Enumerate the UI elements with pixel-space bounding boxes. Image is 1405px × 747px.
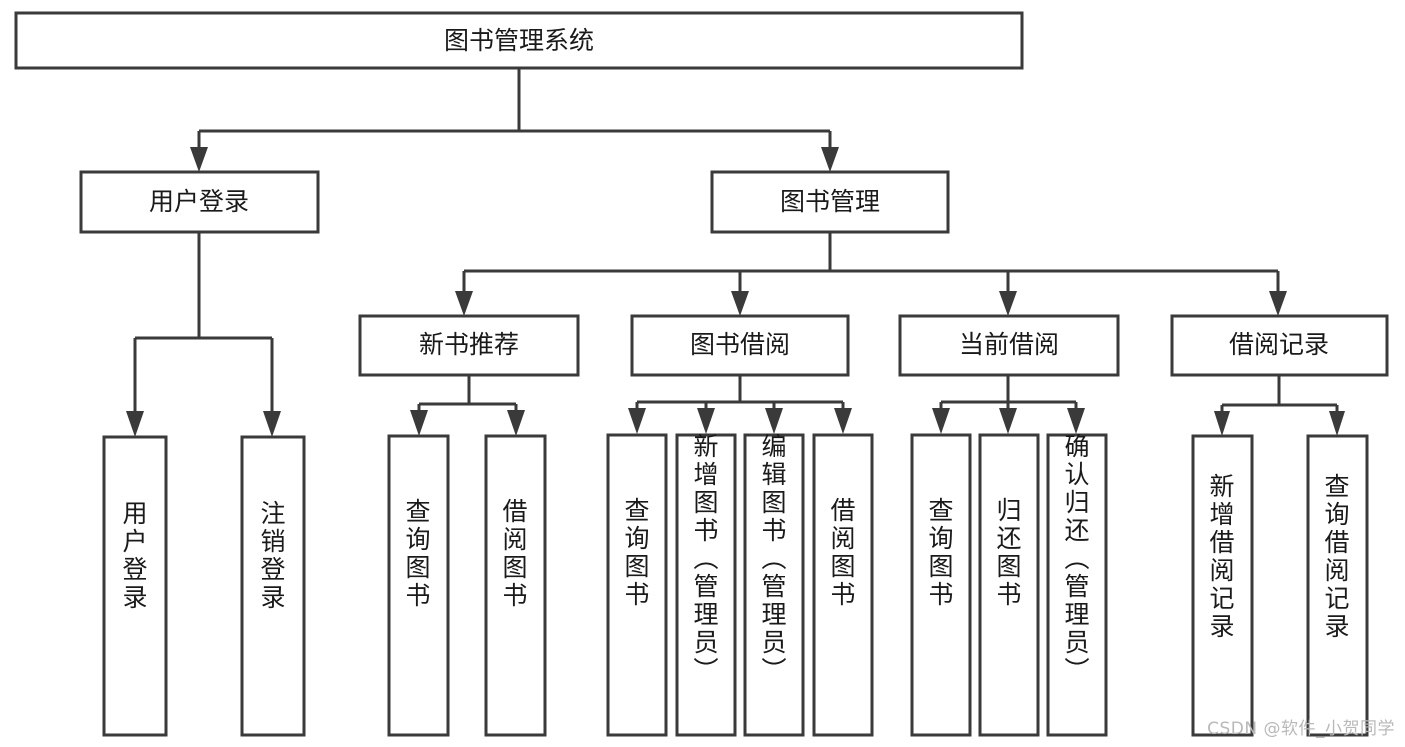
arrow-head-leaf-query-book-1 (410, 410, 428, 436)
node-leaf-query-book-1-label: 查询图书 (405, 497, 430, 610)
node-leaf-add-record-label: 新增借阅记录 (1209, 472, 1234, 641)
node-leaf-add-book[interactable]: 新增图书︵管理员︶ (675, 432, 737, 737)
arrow-head-book-manage (821, 147, 839, 172)
node-book-borrow-label: 图书借阅 (690, 330, 790, 359)
arrow-head-user-login (190, 147, 208, 172)
node-borrow-record-label: 借阅记录 (1229, 330, 1329, 359)
node-leaf-add-record[interactable]: 新增借阅记录 (1191, 434, 1254, 737)
node-root-label: 图书管理系统 (444, 26, 594, 55)
node-user-login-label: 用户登录 (149, 187, 249, 216)
node-leaf-edit-book[interactable]: 编辑图书︵管理员︶ (743, 432, 805, 737)
node-borrow-record[interactable]: 借阅记录 (1170, 314, 1389, 377)
node-leaf-add-book-label: 新增图书︵管理员︶ (693, 432, 718, 685)
node-book-manage-label: 图书管理 (780, 187, 880, 216)
node-leaf-user-login-label: 用户登录 (122, 499, 147, 612)
arrow-head-leaf-query-record (1329, 411, 1345, 436)
node-leaf-query-book-2-label: 查询图书 (624, 496, 649, 609)
arrow-head-leaf-add-book (697, 408, 715, 434)
arrow-head-borrow-record (1269, 291, 1287, 316)
arrow-head-leaf-logout-login (263, 411, 281, 437)
node-user-login[interactable]: 用户登录 (79, 170, 320, 234)
arrow-head-leaf-edit-book (765, 408, 783, 434)
connector-layer (126, 68, 1345, 437)
node-leaf-borrow-book-2-label: 借阅图书 (830, 496, 855, 609)
arrow-head-current-borrow (999, 291, 1017, 316)
node-leaf-edit-book-label: 编辑图书︵管理员︶ (761, 432, 786, 685)
arrow-head-leaf-borrow-book-1 (507, 410, 525, 436)
node-leaf-logout-login-label: 注销登录 (260, 499, 285, 612)
node-leaf-query-record[interactable]: 查询借阅记录 (1306, 434, 1369, 737)
node-leaf-query-book-2[interactable]: 查询图书 (606, 433, 668, 737)
node-leaf-query-book-3[interactable]: 查询图书 (910, 433, 972, 737)
arrow-head-leaf-query-book-2 (628, 408, 646, 434)
node-current-borrow[interactable]: 当前借阅 (898, 314, 1120, 377)
arrow-head-book-borrow (731, 291, 749, 316)
node-book-manage[interactable]: 图书管理 (710, 170, 950, 234)
node-leaf-query-record-label: 查询借阅记录 (1324, 472, 1349, 641)
arrow-head-leaf-user-login (126, 411, 144, 437)
node-leaf-borrow-book-1[interactable]: 借阅图书 (484, 434, 547, 737)
arrow-head-leaf-confirm-return (1067, 408, 1085, 434)
node-leaf-confirm-return-label: 确认归还︵管理员︶ (1064, 432, 1089, 685)
node-leaf-user-login[interactable]: 用户登录 (102, 435, 168, 737)
arrow-head-leaf-query-book-3 (932, 408, 950, 434)
node-new-book-rec-label: 新书推荐 (419, 330, 519, 359)
node-book-borrow[interactable]: 图书借阅 (630, 314, 850, 377)
node-leaf-return-book[interactable]: 归还图书 (978, 433, 1040, 737)
node-leaf-logout-login[interactable]: 注销登录 (240, 435, 306, 737)
node-leaf-borrow-book-1-label: 借阅图书 (502, 497, 527, 610)
arrow-head-leaf-borrow-book-2 (834, 408, 852, 434)
arrow-head-new-book-rec (455, 291, 473, 316)
node-root[interactable]: 图书管理系统 (14, 11, 1024, 70)
node-leaf-query-book-3-label: 查询图书 (928, 496, 953, 609)
arrow-head-leaf-return-book (999, 408, 1017, 434)
node-leaf-confirm-return[interactable]: 确认归还︵管理员︶ (1046, 432, 1108, 737)
node-leaf-return-book-label: 归还图书 (996, 496, 1021, 609)
node-leaf-borrow-book-2[interactable]: 借阅图书 (812, 433, 874, 737)
node-leaf-query-book-1[interactable]: 查询图书 (387, 434, 450, 737)
arrow-head-leaf-add-record (1214, 411, 1230, 436)
node-current-borrow-label: 当前借阅 (959, 330, 1059, 359)
node-new-book-rec[interactable]: 新书推荐 (358, 314, 580, 377)
